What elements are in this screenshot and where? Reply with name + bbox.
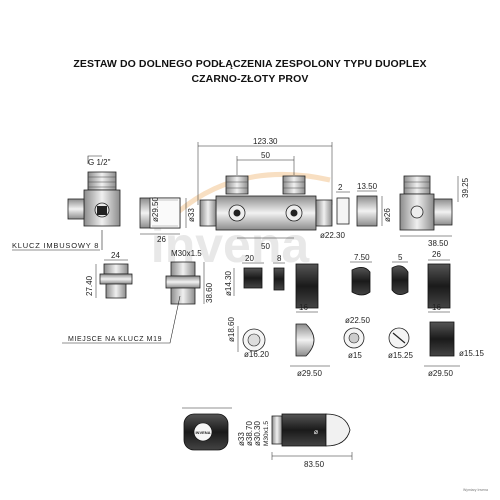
seal-parts xyxy=(336,190,383,227)
dim-16-b: 16 xyxy=(432,303,441,312)
knob-front xyxy=(182,407,232,451)
dim-dia29-50-b: ø29.50 xyxy=(297,369,322,378)
m30-label-bottom: M30x1.5 xyxy=(263,421,270,446)
dim-24: 24 xyxy=(111,251,120,260)
spanner-label: MIEJSCE NA KLUCZ M19 xyxy=(68,336,162,343)
title-line-1: ZESTAW DO DOLNEGO PODŁĄCZENIA ZESPOLONY … xyxy=(73,58,427,70)
dim-dia26: ø26 xyxy=(383,208,392,222)
sleeve-part xyxy=(139,197,187,235)
dim-dia38-70: ø38.70 xyxy=(245,421,254,446)
dim-dia15-25: ø15.25 xyxy=(388,351,413,360)
duoplex-valve-front xyxy=(197,142,333,239)
dim-dia33-bottom: ø33 xyxy=(237,432,246,446)
pin-part xyxy=(233,262,264,296)
dim-38-50: 38.50 xyxy=(428,239,449,248)
dim-dia22-30: ø22.30 xyxy=(320,231,345,240)
footer-note: Wymiary Invena xyxy=(462,488,488,492)
dim-dia15: ø15 xyxy=(348,351,362,360)
dim-dia29-50-a: ø29.50 xyxy=(151,197,160,222)
dim-dia22-50: ø22.50 xyxy=(345,316,370,325)
dim-dia16-20: ø16.20 xyxy=(244,350,269,359)
dim-dia30-30: ø30.30 xyxy=(253,421,262,446)
cap-part-4 xyxy=(427,259,451,313)
knob-row xyxy=(237,321,460,367)
dim-dia18-60: ø18.60 xyxy=(227,317,236,342)
knob-side: ⌀ xyxy=(271,413,353,460)
dim-dia15-15: ø15.15 xyxy=(459,349,484,358)
dim-7-50: 7.50 xyxy=(354,253,370,262)
dim-8: 8 xyxy=(277,254,282,263)
dim-83-50: 83.50 xyxy=(304,460,325,469)
nut-part xyxy=(165,261,205,305)
dim-dia29-50-c: ø29.50 xyxy=(428,369,453,378)
ring-part-1 xyxy=(273,262,285,291)
dim-5: 5 xyxy=(398,253,403,262)
knob-brand: INVENA xyxy=(195,430,210,435)
cap-part-1 xyxy=(295,263,319,313)
dim-2: 2 xyxy=(338,183,343,192)
dim-39-25: 39.25 xyxy=(461,177,470,198)
allen-key-label: KLUCZ IMBUSOWY 8 xyxy=(12,241,99,250)
dim-50-top: 50 xyxy=(261,151,270,160)
svg-text:⌀: ⌀ xyxy=(314,429,318,436)
dim-16-a: 16 xyxy=(299,303,308,312)
fitting-part xyxy=(95,259,133,299)
cap-part-2 xyxy=(350,261,372,296)
spanner-leader xyxy=(62,295,181,344)
dim-27-40: 27.40 xyxy=(85,275,94,296)
dim-38-60: 38.60 xyxy=(205,282,214,303)
dim-20: 20 xyxy=(245,254,254,263)
m30-label-top: M30x1.5 xyxy=(171,249,202,258)
thread-label: G 1/2" xyxy=(88,158,111,167)
dim-26-b: 26 xyxy=(432,250,441,259)
cap-part-3 xyxy=(391,261,409,295)
dim-13-50: 13.50 xyxy=(357,182,378,191)
title-line-2: CZARNO-ZŁOTY PROV xyxy=(191,73,309,85)
side-valve-view xyxy=(67,155,121,250)
dim-26-a: 26 xyxy=(157,235,166,244)
dim-dia33: ø33 xyxy=(187,208,196,222)
dim-123-30: 123.30 xyxy=(253,137,278,146)
dim-50-bottom: 50 xyxy=(261,242,270,251)
dim-dia14-30: ø14.30 xyxy=(224,271,233,296)
right-side-view xyxy=(399,175,459,237)
